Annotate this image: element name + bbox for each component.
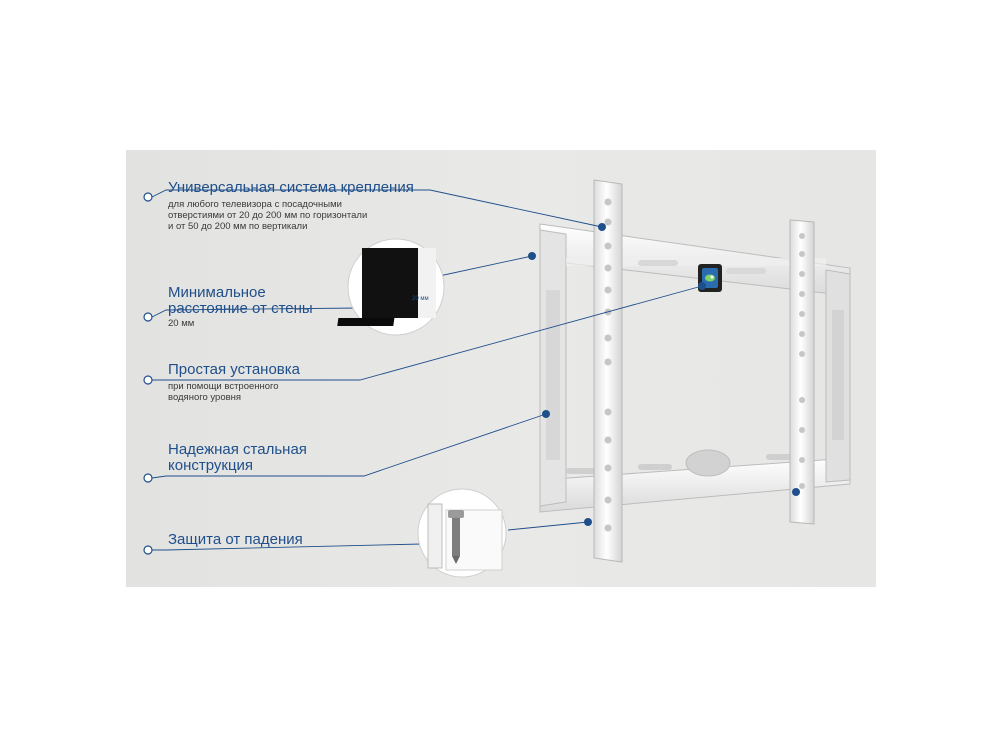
right-vertical-rail (789, 219, 815, 525)
wall-distance-inset: 20 мм (337, 238, 445, 336)
fall-protection-inset (417, 488, 507, 578)
bullet-markers (143, 192, 153, 555)
leader-lines (151, 189, 703, 551)
feature-wall-distance-title: Минимальное расстояние от стены (168, 284, 313, 317)
feature-easy-install-title: Простая установка (168, 361, 301, 378)
product-feature-panel: 20 мм Универсальная система крепления дл… (126, 150, 876, 587)
bracket-illustration: 20 мм (143, 179, 851, 578)
feature-universal-title: Универсальная система крепления (168, 179, 414, 196)
feature-easy-install-description: при помощи встроенного водяного уровня (168, 381, 279, 403)
feature-fall-protection-title: Защита от падения (168, 531, 303, 548)
inset-distance-label: 20 мм (412, 296, 429, 302)
feature-steel-construction-title: Надежная стальная конструкция (168, 441, 307, 474)
callout-dots (528, 223, 800, 526)
left-vertical-rail (593, 179, 623, 563)
feature-wall-distance-value: 20 мм (168, 318, 195, 329)
wall-plate (539, 223, 851, 513)
feature-universal-description: для любого телевизора с посадочными отве… (168, 199, 368, 232)
